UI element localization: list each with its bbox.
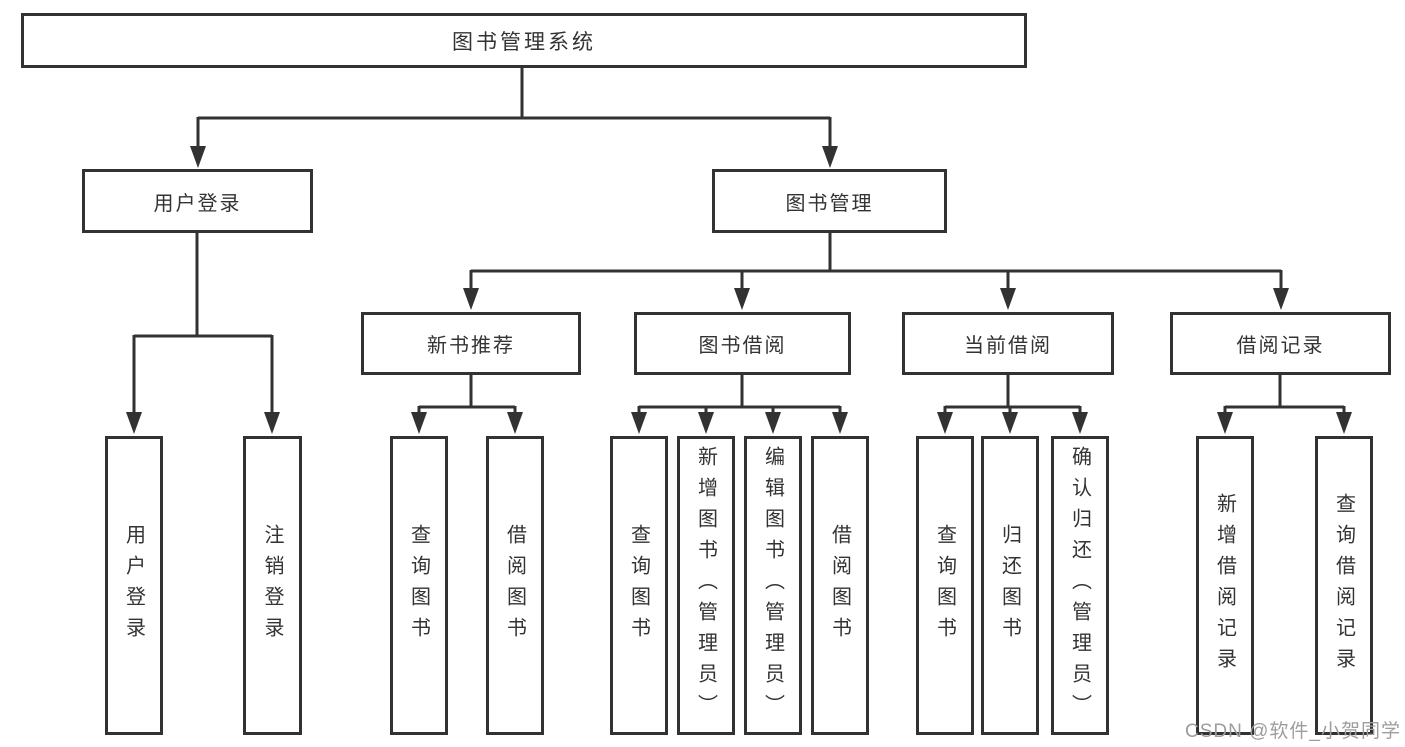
leaf-query-borrow-record-label: 查询借阅记录 <box>1332 492 1355 679</box>
node-new-book-recommend-label: 新书推荐 <box>427 335 515 357</box>
leaf-borrow-books-2: 借阅图书 <box>811 436 869 735</box>
leaf-user-login-label: 用户登录 <box>122 523 145 648</box>
node-book-management-label: 图书管理 <box>785 192 874 215</box>
leaf-edit-book-admin-label: 编辑图书（管理员） <box>761 446 784 725</box>
leaf-user-login: 用户登录 <box>105 436 163 735</box>
node-new-book-recommend: 新书推荐 <box>361 312 581 375</box>
node-book-borrow: 图书借阅 <box>634 312 851 375</box>
csdn-watermark: CSDN @软件_小贺同学 <box>1185 721 1401 742</box>
leaf-query-books-3-label: 查询图书 <box>933 523 956 648</box>
leaf-return-books: 归还图书 <box>981 436 1039 735</box>
leaf-add-book-admin: 新增图书（管理员） <box>677 436 735 735</box>
node-user-login-label: 用户登录 <box>153 192 242 215</box>
node-book-management: 图书管理 <box>712 169 947 233</box>
leaf-query-books-1: 查询图书 <box>390 436 448 735</box>
leaf-query-books-2-label: 查询图书 <box>627 523 650 648</box>
leaf-add-borrow-record-label: 新增借阅记录 <box>1213 492 1236 679</box>
leaf-borrow-books-2-label: 借阅图书 <box>828 523 851 648</box>
leaf-logout: 注销登录 <box>243 436 302 735</box>
leaf-query-books-1-label: 查询图书 <box>407 523 430 648</box>
leaf-add-book-admin-label: 新增图书（管理员） <box>694 446 717 725</box>
node-root: 图书管理系统 <box>21 13 1027 68</box>
node-root-label: 图书管理系统 <box>452 30 596 54</box>
leaf-add-borrow-record: 新增借阅记录 <box>1196 436 1254 735</box>
node-borrow-records: 借阅记录 <box>1170 312 1391 375</box>
leaf-query-books-2: 查询图书 <box>610 436 668 735</box>
node-user-login: 用户登录 <box>82 169 313 233</box>
node-current-borrow: 当前借阅 <box>902 312 1114 375</box>
leaf-borrow-books-1: 借阅图书 <box>486 436 544 735</box>
leaf-logout-label: 注销登录 <box>261 523 283 648</box>
leaf-borrow-books-1-label: 借阅图书 <box>503 523 526 648</box>
leaf-edit-book-admin: 编辑图书（管理员） <box>744 436 802 735</box>
leaf-query-borrow-record: 查询借阅记录 <box>1315 436 1373 735</box>
leaf-confirm-return-admin: 确认归还（管理员） <box>1051 436 1109 735</box>
node-book-borrow-label: 图书借阅 <box>698 335 787 357</box>
node-current-borrow-label: 当前借阅 <box>964 335 1052 357</box>
leaf-return-books-label: 归还图书 <box>998 523 1021 648</box>
node-borrow-records-label: 借阅记录 <box>1236 335 1325 357</box>
leaf-confirm-return-admin-label: 确认归还（管理员） <box>1068 446 1091 725</box>
leaf-query-books-3: 查询图书 <box>916 436 974 735</box>
